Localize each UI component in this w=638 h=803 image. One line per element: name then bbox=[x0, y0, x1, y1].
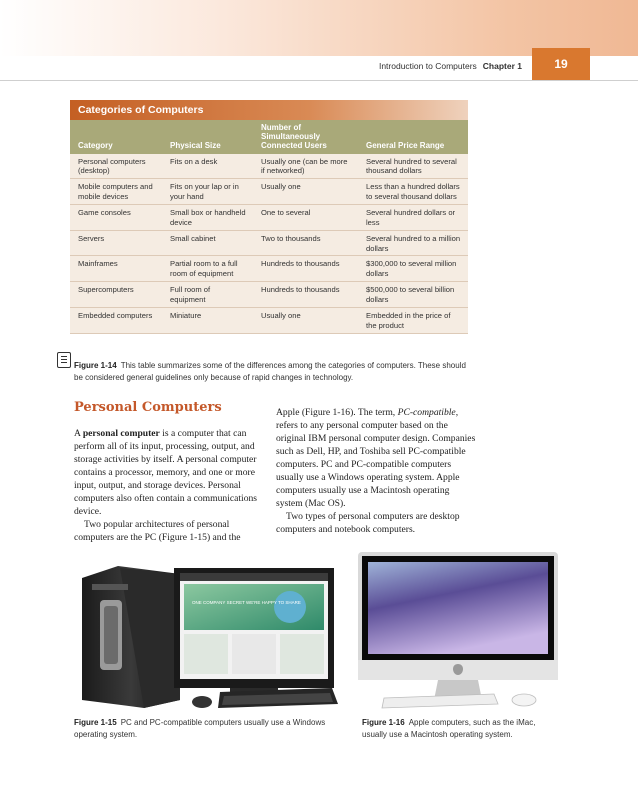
content-block bbox=[232, 634, 276, 674]
browser-toolbar bbox=[180, 573, 328, 581]
table-header-row: Category Physical Size Number of Simulta… bbox=[70, 120, 468, 154]
text-run: is a computer that can perform all of it… bbox=[74, 428, 258, 518]
table-cell: Less than a hundred dollars to several t… bbox=[358, 178, 468, 205]
table-cell: Hundreds to thousands bbox=[253, 281, 358, 308]
figure-label: Figure 1-15 bbox=[74, 718, 117, 727]
column-header: General Price Range bbox=[358, 120, 468, 154]
tower-vent bbox=[104, 606, 118, 664]
table-cell: Mobile computers and mobile devices bbox=[70, 178, 162, 205]
page-number-tab bbox=[532, 48, 590, 80]
paragraph: Two types of personal computers are desk… bbox=[276, 511, 460, 536]
column-header: Number of Simultaneously Connected Users bbox=[253, 120, 358, 154]
table-row: Servers Small cabinet Two to thousands S… bbox=[70, 230, 468, 257]
body-column-right: Apple (Figure 1-16). The term, PC-compat… bbox=[276, 406, 476, 536]
content-block bbox=[184, 634, 228, 674]
header-rule bbox=[0, 80, 638, 81]
figure-label: Figure 1-14 bbox=[74, 361, 117, 370]
imac-image bbox=[358, 552, 558, 709]
mouse bbox=[192, 696, 212, 708]
table-row: Supercomputers Full room of equipment Hu… bbox=[70, 281, 468, 308]
content-block bbox=[280, 634, 324, 674]
table-cell: Usually one (can be more if networked) bbox=[253, 153, 358, 180]
figure-text: Apple computers, such as the iMac, usual… bbox=[362, 718, 536, 739]
drive-bay bbox=[92, 584, 128, 590]
table-cell: Miniature bbox=[162, 307, 253, 334]
text-run: Apple (Figure 1-16). The term, bbox=[276, 407, 398, 418]
notes-icon[interactable] bbox=[57, 352, 71, 368]
keyboard-keys bbox=[222, 693, 333, 705]
table-cell: Usually one bbox=[253, 178, 358, 205]
table-cell: Hundreds to thousands bbox=[253, 255, 358, 283]
table-row: Mainframes Partial room to a full room o… bbox=[70, 255, 468, 283]
table-cell: Servers bbox=[70, 230, 162, 257]
figure-label: Figure 1-16 bbox=[362, 718, 405, 727]
globe-graphic bbox=[274, 591, 306, 623]
figure-text: PC and PC-compatible computers usually u… bbox=[74, 718, 326, 739]
table-row: Mobile computers and mobile devices Fits… bbox=[70, 178, 468, 205]
table-cell: One to several bbox=[253, 204, 358, 231]
table-row: Game consoles Small box or handheld devi… bbox=[70, 204, 468, 231]
categories-table: Category Physical Size Number of Simulta… bbox=[70, 120, 468, 334]
tower-side bbox=[120, 568, 180, 708]
table-cell: Small cabinet bbox=[162, 230, 253, 257]
text-run: A bbox=[74, 428, 83, 439]
table-cell: Several hundred dollars or less bbox=[358, 204, 468, 231]
paragraph: A personal computer is a computer that c… bbox=[74, 427, 264, 518]
figure-text: This table summarizes some of the differ… bbox=[74, 361, 466, 382]
keyboard bbox=[381, 693, 499, 709]
table-cell: Game consoles bbox=[70, 204, 162, 231]
table-cell: Two to thousands bbox=[253, 230, 358, 257]
categories-table-box: Categories of Computers Category Physica… bbox=[70, 100, 468, 334]
table-cell: Several hundred to several thousand doll… bbox=[358, 153, 468, 180]
text-run: , refers to any personal computer based … bbox=[276, 407, 476, 510]
paragraph: Two popular architectures of personal co… bbox=[74, 519, 241, 544]
banner-text: ONE COMPANY SECRET WE'RE HAPPY TO SHARE bbox=[192, 600, 301, 605]
paragraph: Apple (Figure 1-16). The term, PC-compat… bbox=[276, 406, 476, 510]
running-head: Introduction to Computers Chapter 1 bbox=[379, 61, 522, 71]
table-cell: $500,000 to several billion dollars bbox=[358, 281, 468, 308]
apple-logo-icon bbox=[453, 664, 463, 675]
section-heading: Personal Computers bbox=[74, 400, 222, 415]
body-column-left: A personal computer is a computer that c… bbox=[74, 427, 264, 544]
table-cell: Full room of equipment bbox=[162, 281, 253, 308]
table-cell: Personal computers (desktop) bbox=[70, 153, 162, 180]
table-row: Personal computers (desktop) Fits on a d… bbox=[70, 153, 468, 180]
table-title: Categories of Computers bbox=[70, 100, 468, 120]
table-cell: Small box or handheld device bbox=[162, 204, 253, 231]
table-cell: Mainframes bbox=[70, 255, 162, 283]
table-cell: Fits on your lap or in your hand bbox=[162, 178, 253, 205]
chapter-label: Chapter 1 bbox=[482, 61, 522, 71]
column-header: Category bbox=[70, 120, 162, 154]
column-header: Physical Size bbox=[162, 120, 253, 154]
mouse bbox=[511, 693, 537, 707]
table-cell: Usually one bbox=[253, 307, 358, 334]
table-cell: Fits on a desk bbox=[162, 153, 253, 180]
table-cell: Several hundred to a million dollars bbox=[358, 230, 468, 257]
key-term: PC-compatible bbox=[397, 407, 456, 418]
key-term: personal computer bbox=[82, 428, 160, 439]
book-title: Introduction to Computers bbox=[378, 61, 477, 71]
table-row: Embedded computers Miniature Usually one… bbox=[70, 307, 468, 334]
table-cell: $300,000 to several million dollars bbox=[358, 255, 468, 283]
table-cell: Embedded in the price of the product bbox=[358, 307, 468, 334]
page-number: 19 bbox=[554, 57, 568, 71]
pc-computer-image: ONE COMPANY SECRET WE'RE HAPPY TO SHARE bbox=[82, 566, 338, 708]
table-cell: Partial room to a full room of equipment bbox=[162, 255, 253, 283]
imac-screen bbox=[368, 562, 548, 654]
table-cell: Supercomputers bbox=[70, 281, 162, 308]
header-band bbox=[0, 0, 638, 56]
table-cell: Embedded computers bbox=[70, 307, 162, 334]
